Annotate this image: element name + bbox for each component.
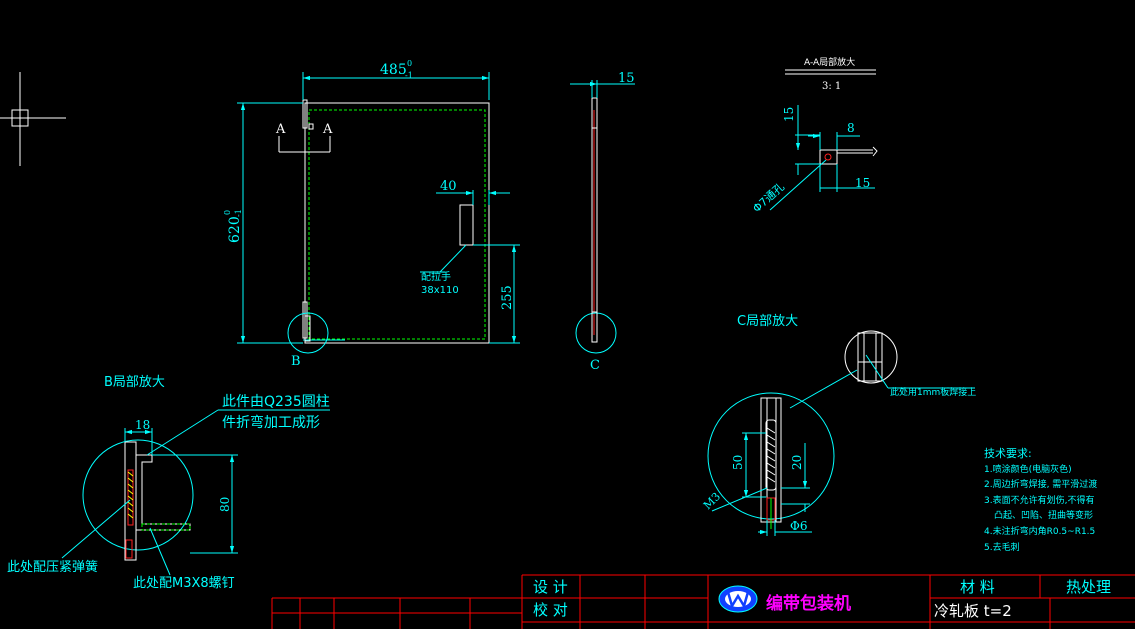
detail-b-note-line2: 件折弯加工成形 (222, 414, 320, 431)
side-view: 15 C (570, 71, 635, 373)
section-aa-title: A-A局部放大 (804, 56, 855, 68)
company-logo (718, 585, 758, 613)
cursor-crosshair (0, 72, 66, 166)
detail-c-dim-20: 20 (790, 455, 804, 470)
handle-offset-dimension: 40 (440, 179, 457, 194)
height-tolerance-lower: -1 (234, 209, 243, 217)
detail-b-dim-80: 80 (218, 497, 232, 512)
section-aa-scale: 3: 1 (822, 81, 841, 92)
section-aa-hole-note: Φ7通孔 (750, 180, 787, 215)
front-view: 485 0 -1 620 0 -1 A A 40 255 配拉手 38x110 (223, 59, 520, 369)
detail-b-dim-18: 18 (135, 418, 150, 432)
tech-requirement-item: 2.周边折弯焊接, 需平滑过渡 (984, 478, 1097, 490)
section-aa-dim-8: 8 (847, 121, 855, 135)
title-block-heat-treatment-label: 热处理 (1066, 578, 1111, 596)
panel-inner-hidden-line (308, 109, 486, 340)
tech-requirement-item: 5.去毛刺 (984, 541, 1020, 553)
detail-b: B局部放大 18 80 此件由Q235圆柱 件折弯加工成形 此处配压紧弹簧 此处… (7, 375, 330, 591)
detail-c-weld-note: 此处用1mm板焊接上 (890, 386, 976, 398)
detail-b-title: B局部放大 (104, 375, 165, 390)
side-thickness-dimension: 15 (618, 71, 635, 86)
height-tolerance-upper: 0 (223, 210, 232, 215)
detail-b-label: B (291, 354, 301, 369)
detail-b-spring-note: 此处配压紧弹簧 (7, 559, 98, 575)
title-block-material-label: 材 料 (960, 578, 995, 596)
tech-requirements-title: 技术要求: (984, 447, 1032, 460)
detail-b-note-line1: 此件由Q235圆柱 (222, 394, 330, 410)
width-dimension: 485 (380, 62, 407, 78)
detail-c-dim-phi6: Φ6 (790, 519, 807, 533)
panel-outline (304, 102, 490, 344)
width-tolerance-upper: 0 (407, 59, 412, 68)
section-aa-dim-15-horizontal: 15 (855, 176, 870, 190)
height-dimension: 620 (227, 216, 243, 243)
tech-requirement-item: 4.未注折弯内角R0.5~R1.5 (984, 525, 1095, 537)
section-label-a-left: A (275, 122, 286, 137)
title-block-material-value: 冷轧板 t=2 (934, 602, 1012, 620)
section-aa-dim-15-vertical: 15 (782, 107, 796, 122)
tech-requirement-item: 1.喷涂颜色(电脑灰色) (984, 463, 1072, 475)
company-name: 编带包装机 (766, 593, 851, 614)
tech-requirements: 技术要求: 1.喷涂颜色(电脑灰色) 2.周边折弯焊接, 需平滑过渡 3.表面不… (984, 447, 1097, 553)
title-block-check-label: 校 对 (533, 601, 568, 619)
detail-b-screw-note: 此处配M3X8螺钉 (133, 576, 235, 591)
handle-outline (459, 204, 474, 246)
section-label-a-right: A (322, 122, 333, 137)
handle-height-dimension: 255 (500, 285, 515, 310)
handle-note-line2: 38x110 (421, 285, 459, 296)
section-aa: A-A局部放大 3: 1 15 8 15 Φ7通孔 (750, 56, 878, 215)
tech-requirement-item: 凸起、凹陷、扭曲等变形 (994, 509, 1093, 521)
title-block (271, 574, 1135, 629)
title-block-design-label: 设 计 (533, 578, 568, 596)
detail-c-title: C局部放大 (737, 314, 798, 329)
handle-note-line1: 配拉手 (421, 270, 451, 283)
tech-requirement-item: 3.表面不允许有划伤,不得有 (984, 494, 1094, 506)
detail-c-label: C (590, 358, 600, 373)
detail-c: C局部放大 此处用1mm板焊接上 50 20 M3 (701, 314, 976, 536)
width-tolerance-lower: -1 (405, 71, 413, 80)
detail-c-dim-50: 50 (731, 455, 745, 470)
